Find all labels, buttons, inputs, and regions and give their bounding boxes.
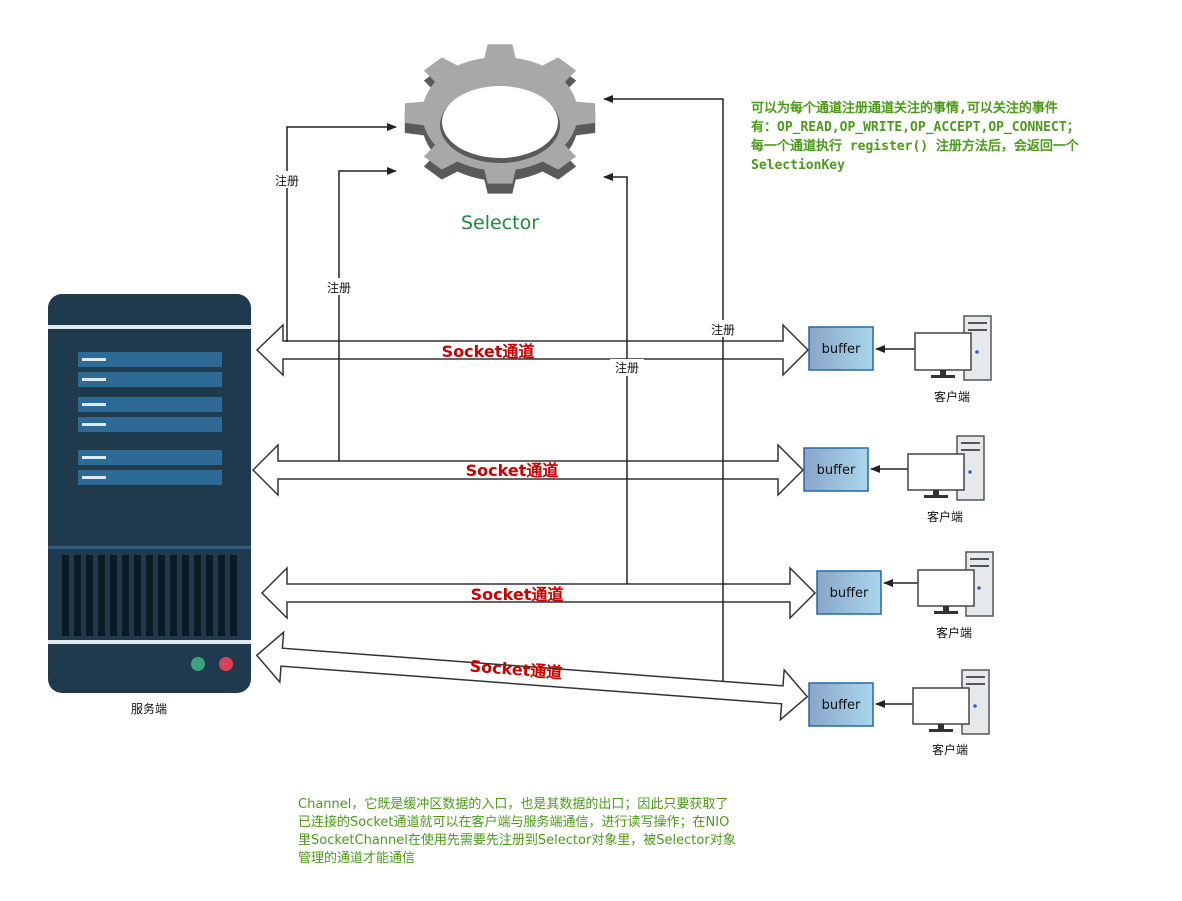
buffer-box-4 <box>808 682 874 727</box>
register-connector-2 <box>338 167 397 461</box>
note-top-line-2: 有：OP_READ,OP_WRITE,OP_ACCEPT,OP_CONNECT； <box>751 120 1080 135</box>
client-computer-icon-2 <box>907 435 985 501</box>
buffer-label-4: buffer <box>822 698 861 713</box>
note-bottom-line-1: Channel，它既是缓冲区数据的入口，也是其数据的出口；因此只要获取了 <box>298 797 729 812</box>
channel-arrow-1 <box>255 323 810 377</box>
register-connector-3 <box>603 173 628 584</box>
selector-events-note: 可以为每个通道注册通道关注的事情,可以关注的事件 有：OP_READ,OP_WR… <box>751 99 1171 175</box>
buffer-label-1: buffer <box>822 342 861 357</box>
buffer-box-3 <box>816 570 882 615</box>
note-top-line-1: 可以为每个通道注册通道关注的事情,可以关注的事件 <box>751 101 1058 116</box>
client-label-4: 客户端 <box>932 742 968 757</box>
note-top-line-4: SelectionKey <box>751 158 845 173</box>
channel-label-1: Socket通道 <box>442 342 535 361</box>
selector-label: Selector <box>461 212 539 234</box>
server-label: 服务端 <box>131 701 167 716</box>
client-label-2: 客户端 <box>927 509 963 524</box>
server-icon <box>48 294 251 693</box>
client-computer-icon-3 <box>917 551 994 617</box>
channel-arrow-2 <box>251 443 805 497</box>
register-label-4: 注册 <box>711 322 735 337</box>
register-label-1: 注册 <box>275 173 299 188</box>
channel-description-note: Channel，它既是缓冲区数据的入口，也是其数据的出口；因此只要获取了 已连接… <box>298 796 778 868</box>
register-connector-4 <box>603 95 724 681</box>
buffer-box-2 <box>803 447 869 492</box>
client-computer-icon-1 <box>914 315 992 381</box>
note-bottom-line-4: 管理的通道才能通信 <box>298 851 416 866</box>
buffer-label-2: buffer <box>817 463 856 478</box>
note-bottom-line-3: 里SocketChannel在使用先需要先注册到Selector对象里，被Sel… <box>298 833 736 848</box>
note-bottom-line-2: 已连接的Socket通道就可以在客户端与服务端通信，进行读写操作；在NIO <box>298 815 730 830</box>
client-computer-icon-4 <box>912 669 990 735</box>
buffer-box-1 <box>808 326 874 371</box>
note-top-line-3: 每一个通道执行 register() 注册方法后，会返回一个 <box>751 139 1079 154</box>
channel-arrow-3 <box>260 566 817 620</box>
channel-arrow-4 <box>255 630 809 722</box>
buffer-label-3: buffer <box>830 586 869 601</box>
channel-label-2: Socket通道 <box>466 461 559 480</box>
client-label-1: 客户端 <box>934 389 970 404</box>
client-label-3: 客户端 <box>936 625 972 640</box>
register-connector-1 <box>286 123 397 342</box>
channel-label-3: Socket通道 <box>471 585 564 604</box>
register-label-2: 注册 <box>327 280 351 295</box>
selector-gear-icon <box>404 44 596 194</box>
register-label-3: 注册 <box>615 360 639 375</box>
